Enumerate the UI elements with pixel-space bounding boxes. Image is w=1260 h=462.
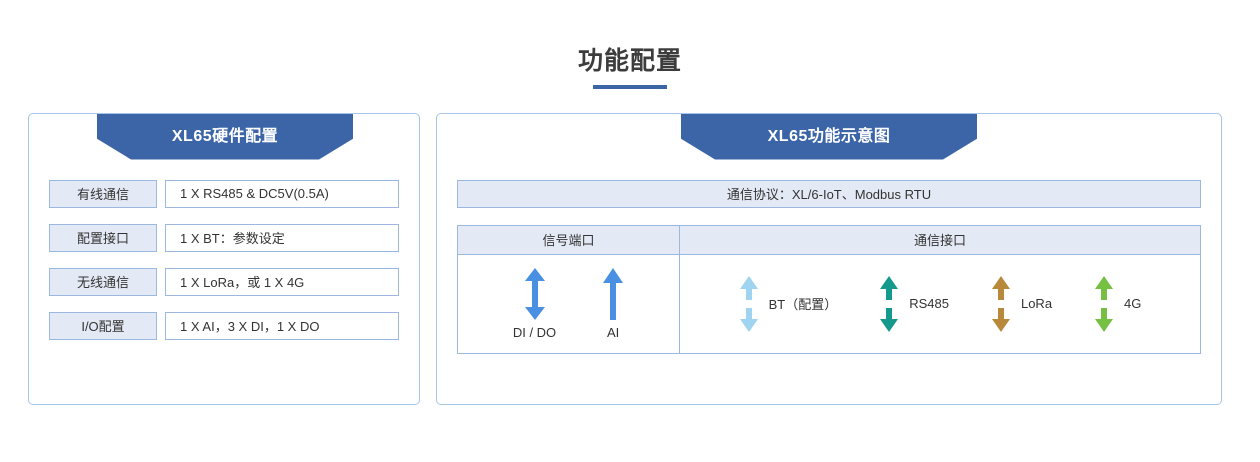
row-value-wired-comm: 1 X RS485 & DC5V(0.5A) bbox=[165, 179, 399, 208]
signal-port-item-di-do: DI / DO bbox=[512, 267, 557, 340]
table-row: 有线通信 1 X RS485 & DC5V(0.5A) bbox=[49, 179, 399, 208]
comm-interface-item-4g: 4G bbox=[1094, 275, 1142, 332]
signal-port-cell: DI / DO AI bbox=[458, 254, 680, 353]
bidirectional-split-arrow-icon bbox=[991, 275, 1011, 332]
comm-interface-item-lora: LoRa bbox=[991, 275, 1053, 332]
diagram-panel-banner: XL65功能示意图 bbox=[681, 114, 977, 160]
comm-interface-cell: BT（配置） RS485 bbox=[680, 255, 1200, 353]
table-row: 配置接口 1 X BT：参数设定 bbox=[49, 223, 399, 252]
diagram-table: 信号端口 通信接口 DI / DO bbox=[457, 224, 1201, 354]
bidirectional-split-arrow-icon bbox=[739, 275, 759, 332]
hardware-panel-banner: XL65硬件配置 bbox=[97, 114, 353, 160]
signal-port-item-ai: AI bbox=[602, 267, 624, 340]
function-diagram-panel: XL65功能示意图 通信协议：XL/6-IoT、Modbus RTU 信号端口 … bbox=[436, 112, 1222, 405]
bidirectional-split-arrow-icon bbox=[1094, 275, 1114, 332]
signal-port-label-di-do: DI / DO bbox=[512, 324, 557, 340]
comm-interface-label-bt: BT（配置） bbox=[768, 297, 838, 312]
comm-interface-label-4g: 4G bbox=[1124, 296, 1142, 311]
row-label-config-port: 配置接口 bbox=[49, 223, 157, 252]
bidirectional-arrow-icon bbox=[524, 267, 546, 320]
row-label-io-config: I/O配置 bbox=[49, 311, 157, 340]
column-header-comm-interface: 通信接口 bbox=[913, 233, 966, 248]
hardware-rows: 有线通信 1 X RS485 & DC5V(0.5A) 配置接口 1 X BT：… bbox=[29, 114, 419, 340]
page-header: 功能配置 bbox=[0, 0, 1260, 89]
comm-interface-item-rs485: RS485 bbox=[879, 275, 949, 332]
up-arrow-icon bbox=[602, 267, 624, 320]
row-value-wireless-comm: 1 X LoRa，或 1 X 4G bbox=[165, 267, 399, 296]
diagram-table-body: DI / DO AI bbox=[458, 254, 1200, 353]
table-row: 无线通信 1 X LoRa，或 1 X 4G bbox=[49, 267, 399, 296]
diagram-body: 通信协议：XL/6-IoT、Modbus RTU 信号端口 通信接口 bbox=[437, 114, 1221, 354]
row-value-io-config: 1 X AI，3 X DI，1 X DO bbox=[165, 311, 399, 340]
comm-interface-label-rs485: RS485 bbox=[909, 296, 949, 311]
column-header-signal-port: 信号端口 bbox=[458, 225, 680, 254]
title-underline-accent bbox=[593, 84, 667, 89]
bidirectional-split-arrow-icon bbox=[879, 275, 899, 332]
hardware-config-panel: XL65硬件配置 有线通信 1 X RS485 & DC5V(0.5A) 配置接… bbox=[28, 112, 420, 405]
page-title: 功能配置 bbox=[577, 47, 682, 75]
diagram-table-header: 信号端口 通信接口 bbox=[458, 225, 1200, 255]
row-value-config-port: 1 X BT：参数设定 bbox=[165, 223, 399, 252]
protocol-bar: 通信协议：XL/6-IoT、Modbus RTU bbox=[457, 179, 1201, 208]
table-row: I/O配置 1 X AI，3 X DI，1 X DO bbox=[49, 311, 399, 340]
comm-interface-label-lora: LoRa bbox=[1020, 296, 1053, 311]
panels-container: XL65硬件配置 有线通信 1 X RS485 & DC5V(0.5A) 配置接… bbox=[0, 89, 1260, 405]
comm-interface-item-bt: BT（配置） bbox=[739, 275, 838, 332]
row-label-wireless-comm: 无线通信 bbox=[49, 267, 157, 296]
row-label-wired-comm: 有线通信 bbox=[49, 179, 157, 208]
signal-port-label-ai: AI bbox=[607, 324, 620, 340]
